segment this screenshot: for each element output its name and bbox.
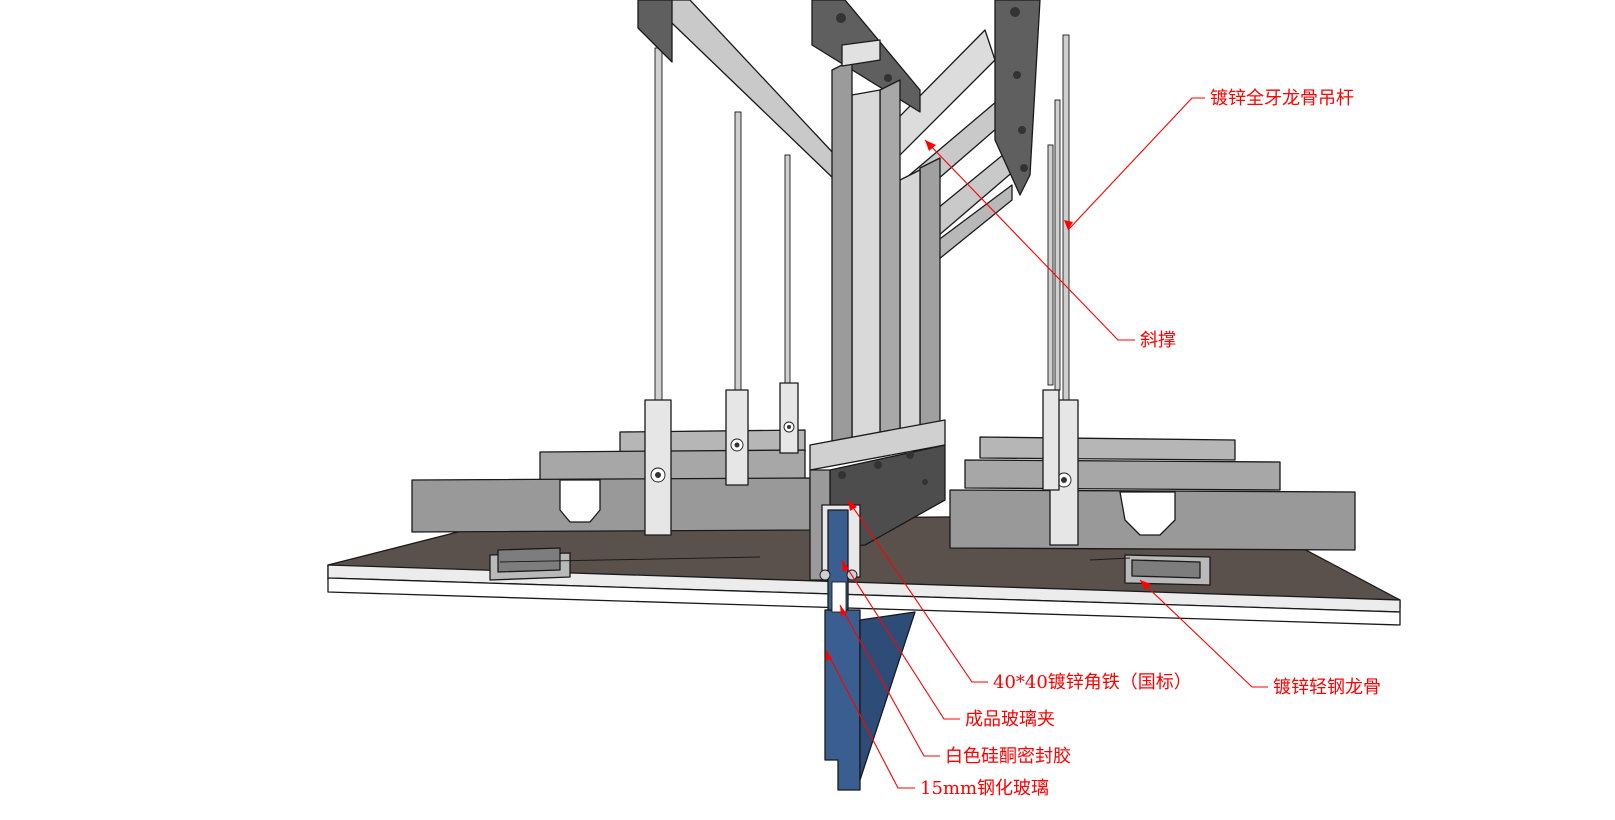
label-glass-clip: 成品玻璃夹 bbox=[965, 709, 1055, 730]
light-steel-keel-left bbox=[489, 547, 761, 581]
leader-arrowheads bbox=[826, 140, 1151, 661]
leader-glass bbox=[825, 649, 915, 789]
label-sealant: 白色硅酮密封胶 bbox=[945, 746, 1071, 767]
leader-rod bbox=[1067, 97, 1205, 231]
main-keel-right bbox=[949, 436, 1356, 551]
leader-sealant bbox=[839, 604, 940, 757]
label-light-keel: 镀锌轻钢龙骨 bbox=[1273, 677, 1381, 698]
leader-glass-clip bbox=[841, 559, 960, 720]
glass-assembly bbox=[819, 504, 916, 791]
label-brace: 斜撑 bbox=[1140, 330, 1176, 351]
label-rod: 镀锌全牙龙骨吊杆 bbox=[1210, 88, 1354, 109]
label-glass: 15mm钢化玻璃 bbox=[920, 778, 1049, 799]
leader-lines bbox=[825, 97, 1268, 789]
main-keel-left bbox=[411, 429, 811, 533]
leader-brace bbox=[924, 139, 1135, 341]
light-steel-keel-right bbox=[1089, 554, 1211, 586]
rod-hangers bbox=[644, 382, 1079, 546]
vertical-tubes bbox=[831, 39, 941, 466]
label-angle-iron: 40*40镀锌角铁（国标） bbox=[993, 672, 1192, 693]
leader-angle-iron bbox=[847, 499, 988, 683]
leader-light-keel bbox=[1139, 579, 1268, 688]
